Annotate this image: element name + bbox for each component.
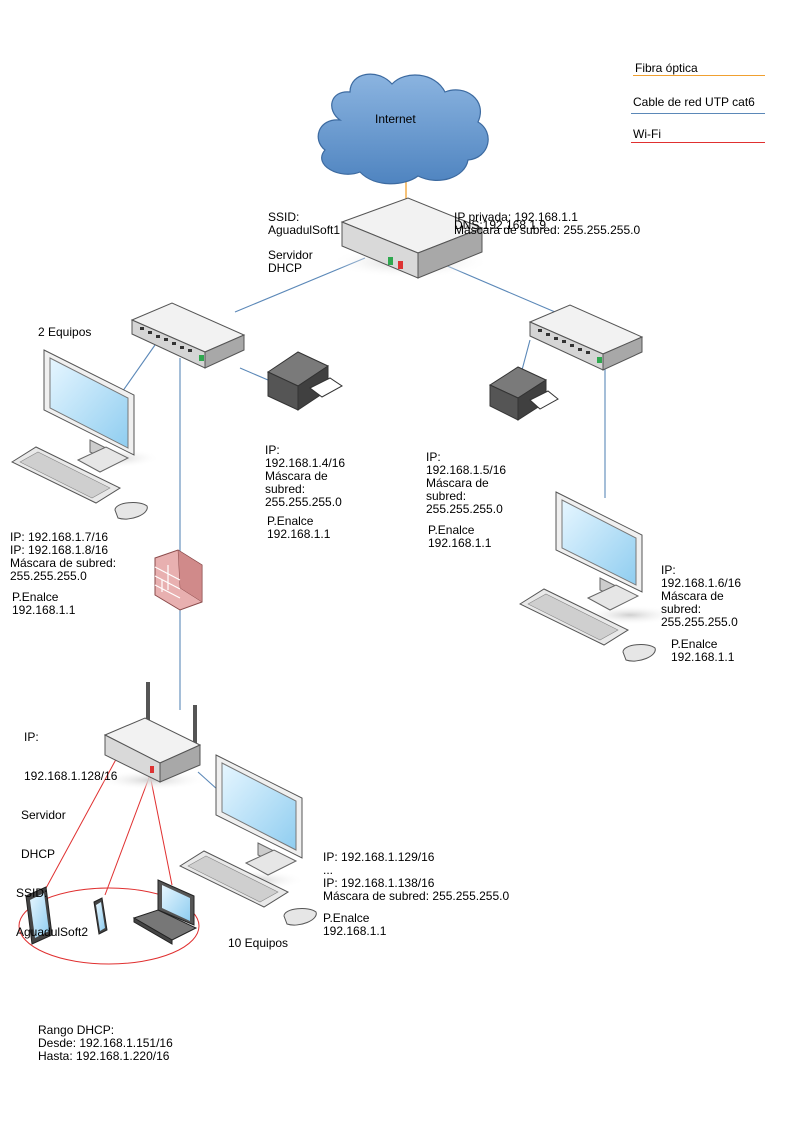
bottom-pc-count: 10 Equipos <box>228 936 289 950</box>
wifi-router-info: IP: 192.168.1.128/16 Servidor DHCP SSID:… <box>16 730 118 939</box>
main-router-icon <box>330 197 490 279</box>
firewall-icon <box>154 549 203 611</box>
link-switch-right-printer <box>521 339 531 371</box>
main-router-dns: DNS:192.168.1.9 <box>454 218 547 232</box>
legend-fiber-label: Fibra óptica <box>635 61 698 75</box>
pc-left-icon <box>10 349 160 520</box>
legend-utp-line <box>631 113 765 114</box>
pc-bottom-icon <box>178 754 317 926</box>
legend-wifi-line <box>631 142 765 143</box>
wifi-coverage-ellipse <box>18 887 200 965</box>
tablet-icon <box>25 886 53 945</box>
internet-label: Internet <box>375 112 416 126</box>
printer-left-icon <box>266 351 343 411</box>
left-pc-count: 2 Equipos <box>38 325 92 339</box>
internet-cloud-icon <box>317 73 489 185</box>
phone-icon <box>93 897 108 935</box>
legend-wifi-label: Wi-Fi <box>633 127 661 141</box>
main-router-ssid: SSID:AguadulSoft1 <box>268 210 341 237</box>
link-switch-left-pc <box>119 344 156 396</box>
laptop-icon <box>132 879 198 945</box>
legend-fiber-line <box>633 75 765 76</box>
switch-left-icon <box>130 302 246 369</box>
link-switch-left-printer <box>239 367 269 381</box>
bottom-pc-info: IP: 192.168.1.129/16...IP: 192.168.1.138… <box>323 850 510 903</box>
wifi-router-icon <box>97 682 207 790</box>
switch-right-icon <box>528 304 644 371</box>
link-wifi-router-pc <box>197 771 219 791</box>
pc-right-icon <box>518 491 678 662</box>
legend-utp-label: Cable de red UTP cat6 <box>633 95 755 109</box>
printer-right-icon <box>488 366 559 421</box>
